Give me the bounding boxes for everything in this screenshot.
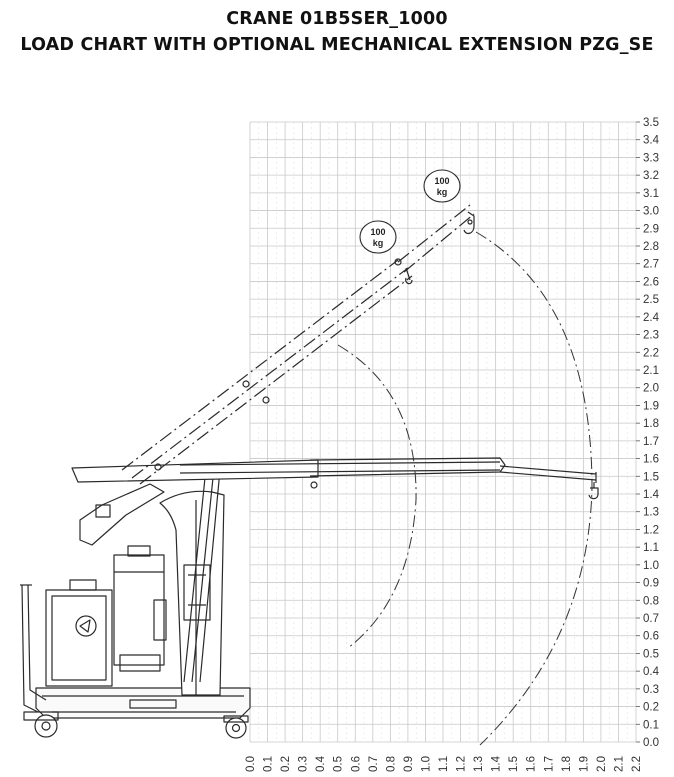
boom-horizontal	[71, 457, 597, 489]
x-tick-label: 0.4	[315, 755, 327, 772]
x-tick-label: 0.6	[350, 756, 362, 772]
reach-arc-short	[337, 344, 417, 649]
x-tick-label: 2.0	[596, 756, 608, 772]
boom-butt	[79, 483, 165, 546]
y-tick-label: 3.5	[643, 117, 659, 129]
x-tick-label: 1.8	[561, 756, 573, 772]
y-tick-label: 3.4	[643, 135, 660, 147]
y-tick-label: 2.7	[643, 259, 659, 271]
x-tick-label: 1.1	[438, 756, 450, 772]
y-tick-label: 0.9	[643, 578, 659, 590]
boom-inclined	[121, 204, 475, 485]
wheel-rear	[225, 717, 247, 739]
crane-counterweight-box	[45, 579, 113, 687]
boom-cylinder	[183, 467, 221, 683]
y-tick-label: 1.0	[643, 560, 659, 572]
y-tick-label: 1.5	[643, 471, 659, 483]
x-tick-label: 1.4	[491, 755, 503, 772]
y-tick-label: 2.4	[643, 312, 660, 324]
x-tick-label: 0.2	[280, 756, 292, 772]
x-tick-label: 0.9	[403, 756, 415, 772]
y-tick-label: 1.8	[643, 418, 659, 430]
y-tick-label: 1.9	[643, 400, 659, 412]
y-tick-label: 1.1	[643, 542, 659, 554]
title-line-2: LOAD CHART WITH OPTIONAL MECHANICAL EXTE…	[20, 35, 654, 55]
reach-arcs	[337, 231, 593, 746]
y-tick-label: 3.2	[643, 170, 659, 182]
load-badge-2: 100 kg	[423, 169, 461, 203]
y-tick-label: 1.7	[643, 436, 659, 448]
y-tick-label: 0.7	[643, 613, 659, 625]
y-tick-label: 2.9	[643, 223, 659, 235]
crane-drawing	[20, 204, 599, 739]
wheel-front	[34, 714, 58, 738]
x-tick-label: 1.6	[526, 756, 538, 772]
y-tick-label: 0.0	[643, 737, 659, 749]
crane-wheels	[23, 711, 249, 739]
y-tick-label: 2.2	[643, 347, 659, 359]
brand-logo-icon	[75, 615, 97, 637]
y-tick-label: 1.4	[643, 489, 660, 501]
x-tick-label: 0.7	[368, 756, 380, 772]
y-tick-label: 2.0	[643, 383, 659, 395]
x-tick-label: 0.1	[263, 756, 275, 772]
y-tick-label: 3.0	[643, 206, 659, 218]
y-tick-label: 0.1	[643, 719, 659, 731]
x-tick-label: 1.3	[473, 756, 485, 772]
x-tick-label: 1.9	[578, 756, 590, 772]
y-tick-label: 3.3	[643, 152, 659, 164]
y-tick-label: 3.1	[643, 188, 659, 200]
y-tick-label: 0.6	[643, 631, 659, 643]
y-tick-label: 2.8	[643, 241, 659, 253]
load-badge-1-unit: kg	[373, 238, 384, 248]
y-tick-label: 2.5	[643, 294, 659, 306]
x-tick-label: 1.2	[456, 756, 468, 772]
x-tick-label: 0.3	[298, 756, 310, 772]
page-title: CRANE 01B5SER_1000 LOAD CHART WITH OPTIO…	[0, 6, 674, 58]
x-tick-label: 1.7	[543, 756, 555, 772]
x-tick-label: 1.5	[508, 756, 520, 772]
y-axis-ticks: 0.0 0.1 0.2 0.3 0.4 0.5 0.6 0.7 0.8 0.9 1.0 1.1 1.2 1…	[636, 117, 660, 749]
x-tick-label: 0.5	[333, 756, 345, 772]
y-tick-label: 1.6	[643, 454, 659, 466]
y-tick-label: 0.3	[643, 684, 659, 696]
y-tick-label: 2.6	[643, 276, 659, 288]
x-tick-label: 2.2	[631, 756, 643, 772]
y-tick-label: 2.3	[643, 330, 659, 342]
x-tick-label: 1.0	[420, 756, 432, 772]
hook-inclined-boom	[405, 267, 413, 285]
y-tick-label: 1.3	[643, 507, 659, 519]
hook-horizontal-boom	[588, 482, 599, 500]
y-tick-label: 0.5	[643, 648, 659, 660]
hook-extended-boom	[463, 211, 475, 235]
load-badge-1: 100 kg	[359, 220, 397, 254]
title-line-1: CRANE 01B5SER_1000	[226, 9, 448, 29]
load-badge-1-value: 100	[370, 227, 385, 237]
crane-mast	[159, 490, 225, 696]
y-tick-label: 0.8	[643, 595, 659, 607]
x-tick-label: 0.0	[245, 756, 257, 772]
load-badge-2-unit: kg	[437, 187, 448, 197]
y-tick-label: 0.4	[643, 666, 660, 678]
crane-power-unit	[113, 545, 167, 672]
chart-grid	[249, 121, 637, 743]
x-tick-label: 2.1	[613, 756, 625, 772]
y-tick-label: 2.1	[643, 365, 659, 377]
x-tick-label: 0.8	[385, 756, 397, 772]
x-axis-ticks: 0.0 0.1 0.2 0.3 0.4 0.5 0.6 0.7 0.8 0.9 1.0 1.1 1.2 1…	[245, 755, 643, 772]
y-tick-label: 0.2	[643, 702, 659, 714]
load-badge-2-value: 100	[434, 176, 449, 186]
y-tick-label: 1.2	[643, 524, 659, 536]
